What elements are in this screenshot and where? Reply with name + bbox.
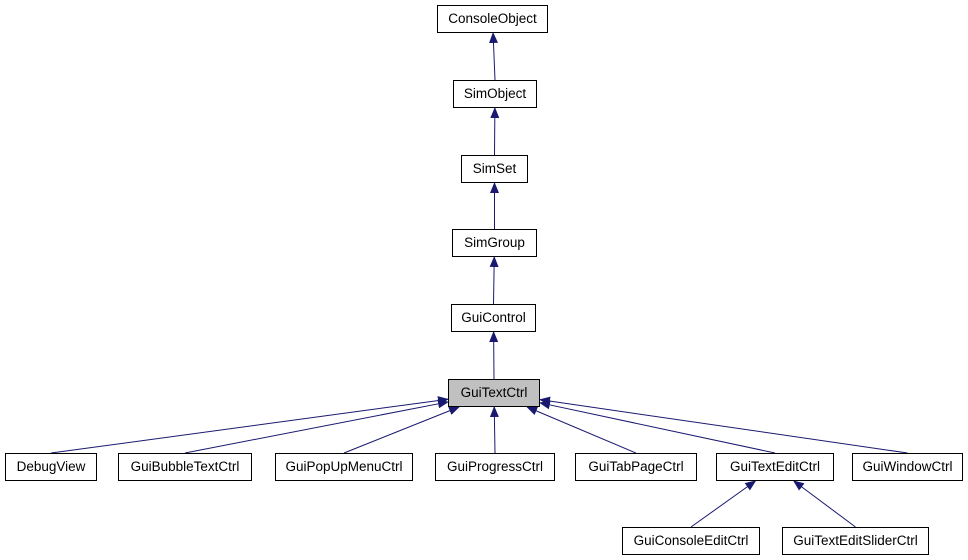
class-node-GuiTextEditCtrl[interactable]: GuiTextEditCtrl	[716, 453, 834, 481]
class-node-GuiBubbleTextCtrl[interactable]: GuiBubbleTextCtrl	[118, 453, 252, 481]
inheritance-edge-GuiConsoleEditCtrl-to-GuiTextEditCtrl	[690, 480, 757, 528]
class-node-SimGroup[interactable]: SimGroup	[452, 229, 537, 257]
class-node-GuiTabPageCtrl[interactable]: GuiTabPageCtrl	[575, 453, 697, 481]
class-node-ConsoleObject[interactable]: ConsoleObject	[437, 5, 548, 33]
class-node-GuiControl[interactable]: GuiControl	[451, 304, 536, 332]
class-node-SimObject[interactable]: SimObject	[453, 80, 537, 108]
inheritance-edge-GuiControl-to-SimGroup	[489, 256, 499, 305]
inheritance-edge-GuiProgressCtrl-to-GuiTextCtrl	[489, 406, 499, 454]
class-node-GuiTextCtrl: GuiTextCtrl	[448, 379, 540, 407]
inheritance-edge-GuiTextEditCtrl-to-GuiTextCtrl	[539, 400, 776, 454]
inheritance-edge-GuiTextEditSliderCtrl-to-GuiTextEditCtrl	[792, 480, 856, 528]
class-node-GuiTextEditSliderCtrl[interactable]: GuiTextEditSliderCtrl	[782, 527, 929, 555]
inheritance-edge-SimObject-to-ConsoleObject	[488, 32, 498, 81]
class-node-GuiProgressCtrl[interactable]: GuiProgressCtrl	[435, 453, 555, 481]
class-node-SimSet[interactable]: SimSet	[461, 155, 528, 183]
inheritance-edge-GuiTabPageCtrl-to-GuiTextCtrl	[526, 406, 637, 454]
class-node-GuiConsoleEditCtrl[interactable]: GuiConsoleEditCtrl	[622, 527, 760, 555]
class-node-GuiPopUpMenuCtrl[interactable]: GuiPopUpMenuCtrl	[275, 453, 413, 481]
inheritance-edge-GuiPopUpMenuCtrl-to-GuiTextCtrl	[343, 406, 460, 454]
class-node-GuiWindowCtrl[interactable]: GuiWindowCtrl	[852, 453, 963, 481]
inheritance-edge-GuiBubbleTextCtrl-to-GuiTextCtrl	[184, 399, 449, 454]
inheritance-edge-GuiWindowCtrl-to-GuiTextCtrl	[539, 396, 908, 454]
class-node-DebugView[interactable]: DebugView	[5, 453, 97, 481]
inheritance-edge-DebugView-to-GuiTextCtrl	[50, 396, 449, 454]
